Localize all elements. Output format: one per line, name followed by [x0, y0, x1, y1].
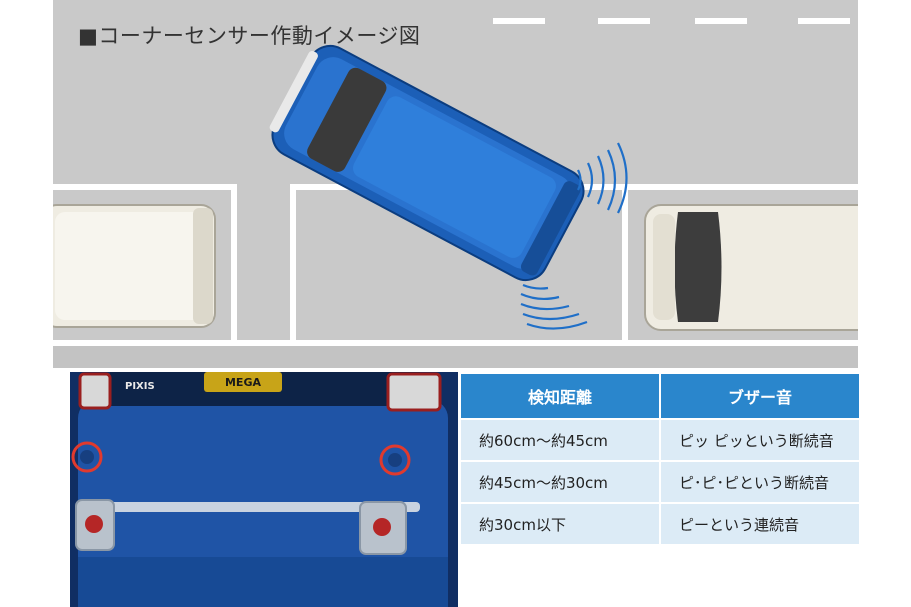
table-header-row: 検知距離 ブザー音: [459, 372, 861, 420]
reversing-car: [269, 44, 585, 282]
sensor-wave-front: [577, 142, 628, 214]
bumper-lower: [78, 557, 448, 607]
sensor-ring-left: [71, 441, 103, 473]
table-row: 約60cm〜約45cm ピッ ピッという断続音: [459, 418, 861, 462]
cell-buzzer: ピ･ピ･ピという断続音: [659, 460, 861, 504]
rear-vehicle-photo: MEGA PIXIS: [70, 372, 458, 607]
parked-car-right: [644, 204, 858, 331]
plate-text: MEGA: [225, 376, 261, 389]
plate-frame: [204, 372, 282, 392]
brand-badge: PIXIS: [125, 381, 155, 392]
header-distance: 検知距離: [459, 372, 661, 420]
table-row: 約30cm以下 ピーという連続音: [459, 502, 861, 546]
detection-distance-table: 検知距離 ブザー音 約60cm〜約45cm ピッ ピッという断続音 約45cm〜…: [459, 372, 861, 546]
cell-buzzer: ピーという連続音: [659, 502, 861, 546]
cell-distance: 約30cm以下: [459, 502, 661, 546]
lane-dashes: [493, 18, 850, 24]
parking-diagram: [53, 0, 858, 368]
tail-lamp-left: [78, 372, 112, 410]
cell-buzzer: ピッ ピッという断続音: [659, 418, 861, 462]
parked-car-left: [53, 204, 216, 328]
tail-lamp-right: [386, 372, 442, 412]
header-buzzer: ブザー音: [659, 372, 861, 420]
sensor-wave-rear: [520, 283, 588, 330]
table-row: 約45cm〜約30cm ピ･ピ･ピという断続音: [459, 460, 861, 504]
cell-distance: 約60cm〜約45cm: [459, 418, 661, 462]
diagram-title: ■コーナーセンサー作動イメージ図: [78, 24, 421, 48]
bumper: [90, 502, 420, 512]
cell-distance: 約45cm〜約30cm: [459, 460, 661, 504]
sensor-ring-right: [379, 444, 411, 476]
